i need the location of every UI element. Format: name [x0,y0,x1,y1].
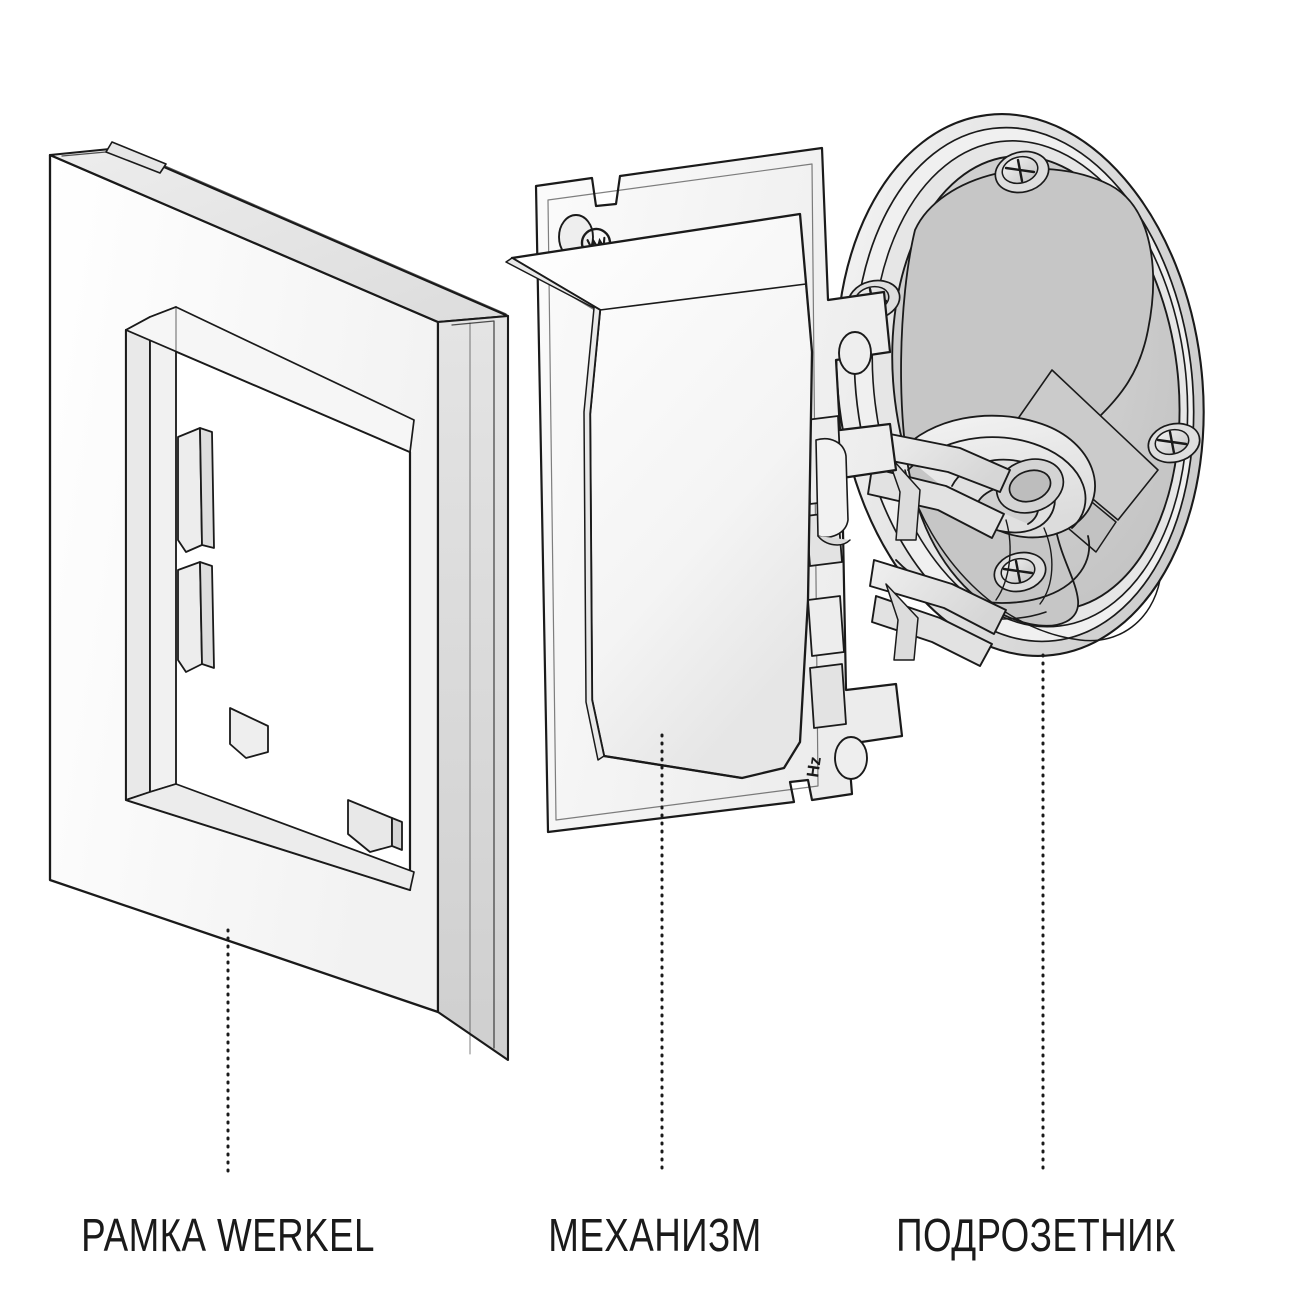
frame-aperture-wall-left [125,316,151,801]
backbox-screw-top [994,150,1050,194]
leader-lines [226,653,1045,1174]
frame-right-edge-crease [451,320,495,1049]
screw-cross-icon [1156,430,1188,455]
mechanism-plate-relief [547,163,819,821]
frame-aperture-wall-left-2 [149,306,177,793]
part-backbox [835,113,1205,657]
mechanism-side-latches [805,415,851,729]
frame-aperture-lip-top [125,306,415,453]
mechanism-key-top-bevel [599,283,813,353]
backbox-screw-right [1147,422,1201,464]
part-frame [48,141,510,1062]
frame-clips [177,427,403,853]
mechanism-plate-hole-mid [838,331,872,375]
backbox-inner-shadow [904,469,1161,642]
screw-cross-icon [1004,158,1036,183]
backbox-partition-a [1009,369,1159,521]
mechanism-claws [865,429,1011,667]
plate-mark-text: Hz [803,755,825,778]
part-mechanism: WERKEL Hz [505,146,1011,834]
frame-top-tab [105,141,167,174]
mechanism-plate-hole-bottom [834,736,868,780]
frame-right-edge [436,314,510,1062]
backbox-wire-sleeve [995,458,1065,514]
mechanism-key-side-face [505,257,605,761]
frame-aperture-lip-bottom [125,783,415,891]
